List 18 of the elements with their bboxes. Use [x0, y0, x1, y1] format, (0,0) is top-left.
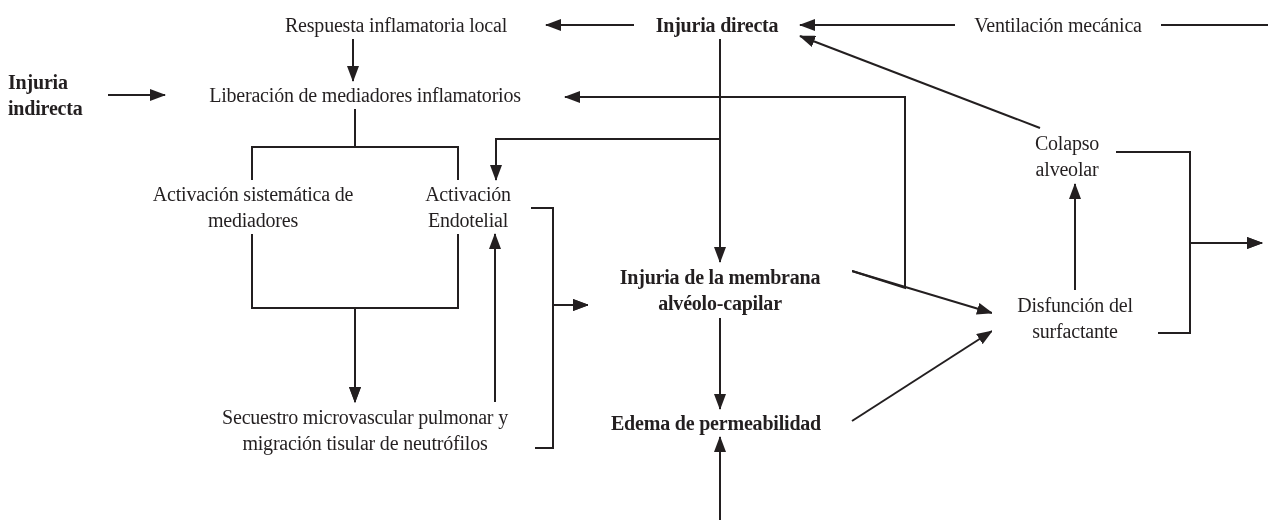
arrow: [489, 233, 501, 403]
arrow: [1157, 237, 1263, 334]
arrow: [714, 436, 726, 521]
arrow: [1069, 183, 1081, 291]
arrow: [349, 233, 459, 403]
arrow: [799, 35, 1041, 129]
arrow: [851, 330, 993, 422]
arrow: [851, 270, 993, 315]
arrow: [534, 299, 589, 449]
connector-line: [1160, 24, 1269, 26]
arrow: [490, 38, 721, 181]
connector-line: [354, 108, 459, 181]
arrow: [107, 89, 166, 101]
arrow: [564, 91, 906, 290]
arrow: [347, 38, 359, 82]
arrow: [545, 19, 635, 31]
arrow: [714, 317, 726, 410]
arrow: [799, 19, 956, 31]
